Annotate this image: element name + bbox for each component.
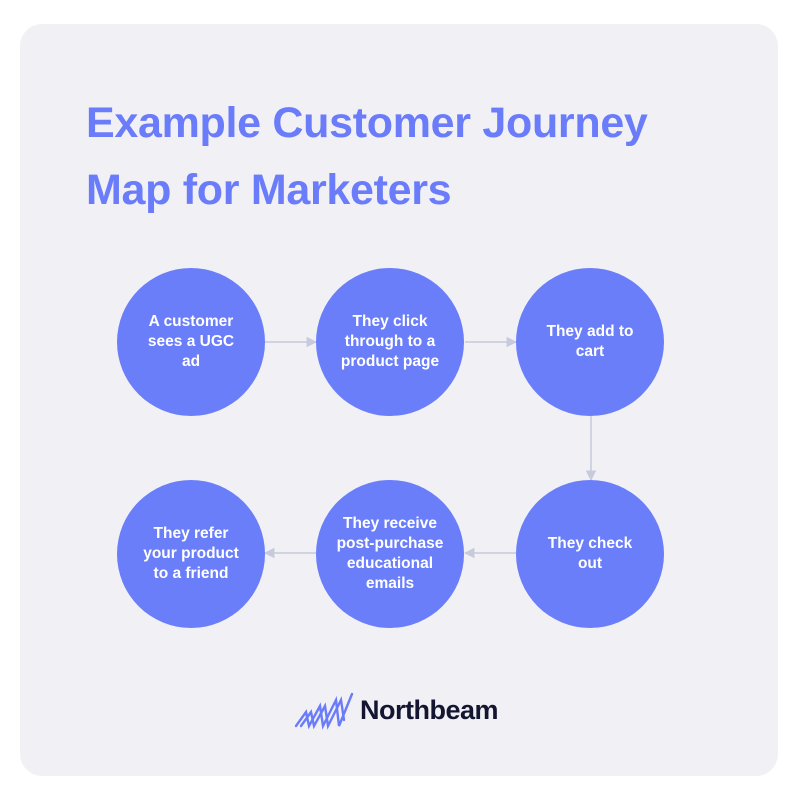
page-title: Example Customer Journey Map for Markete… [86, 90, 726, 223]
journey-step-1: A customer sees a UGC ad [117, 268, 265, 416]
brand-logo: Northbeam [294, 690, 499, 730]
journey-step-2-label: They click through to a product page [340, 313, 440, 370]
journey-step-5-label: They receive post-purchase educational e… [336, 515, 444, 592]
northbeam-logo-icon [294, 692, 354, 730]
journey-step-4-label: They check out [547, 535, 633, 572]
journey-step-2: They click through to a product page [316, 268, 464, 416]
journey-step-1-label: A customer sees a UGC ad [147, 313, 235, 370]
brand-name: Northbeam [360, 694, 499, 725]
journey-step-6-label: They refer your product to a friend [143, 525, 239, 582]
journey-step-3: They add to cart [516, 268, 664, 416]
journey-step-3-label: They add to cart [546, 323, 634, 360]
title-line-2: Map for Marketers [86, 165, 452, 214]
title-line-1: Example Customer Journey [86, 99, 648, 147]
journey-step-6: They refer your product to a friend [117, 480, 265, 628]
journey-step-4: They check out [516, 480, 664, 628]
journey-step-5: They receive post-purchase educational e… [316, 480, 464, 628]
